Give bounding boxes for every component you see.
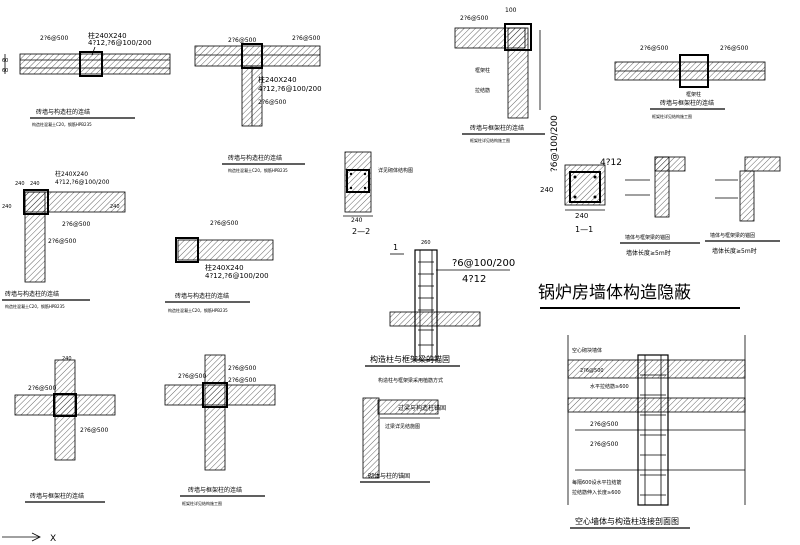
axis-label: X (50, 534, 56, 544)
d3-dim-b: 100 (505, 7, 517, 14)
parapet-left-title: 墙体与框架梁的锚固 (625, 234, 670, 241)
detail-wall-column-1: 60 60 2?6@500 柱240X240 4?12,?6@100/200 砖… (2, 31, 171, 127)
hollow-label-a: 空心砌块墙体 (572, 347, 602, 354)
d2-dim-a: 2?6@500 (228, 37, 256, 44)
sec1-dim-c: 260 (421, 240, 431, 246)
parapet-left-note: 墙体长度≥5m时 (626, 249, 671, 257)
detail-wall-frame-2: 2?6@500 2?6@500 框架柱 砖墙与框架柱的连结 框架柱详见结构施工图 (614, 45, 766, 119)
drawing-title-block: 锅炉房墙体构造隐蔽 (538, 283, 740, 309)
sec11-label: 1—1 (575, 225, 593, 234)
sec1-dim-b: 4?12 (462, 274, 486, 285)
d1-note: 构造柱混凝土C20，钢筋HPB235 (32, 121, 92, 127)
hollow-label-f: 每隔600设水平拉结筋 (572, 479, 622, 486)
sec1-note: 构造柱与框架梁采用植筋方式 (378, 377, 443, 384)
hollow-label-g: 拉结筋伸入长度≥600 (572, 489, 621, 496)
sec11-dim-d: 240 (540, 186, 553, 194)
section-1-1: ?6@100/200 4?12 240 240 1—1 (540, 115, 622, 234)
d4-title: 砖墙与框架柱的连结 (660, 99, 714, 107)
d1-side-b: 60 (2, 68, 8, 74)
sec1-dim-a: ?6@100/200 (452, 258, 515, 269)
lintel-note: 过梁详见结施图 (385, 423, 420, 430)
d4-dim-a: 2?6@500 (640, 45, 668, 52)
hollow-label-e: 2?6@500 (590, 441, 618, 448)
sec11-dim-b: 4?12 (600, 158, 622, 168)
d8-dim-c: 2?6@500 (228, 377, 256, 384)
d8-dim-b: 2?6@500 (228, 365, 256, 372)
d6-dim-a: 2?6@500 (210, 220, 238, 227)
d3-title: 砖墙与框架柱的连结 (470, 124, 524, 132)
d7-dim-a: 2?6@500 (28, 385, 56, 392)
d1-side-a: 60 (2, 58, 8, 64)
d7-title: 砖墙与框架柱的连结 (30, 492, 84, 500)
section-2-2: 详见砌体结构图 240 2—2 (343, 151, 413, 236)
hollow-label-d: 水平拉结筋≥600 (590, 383, 629, 390)
detail-wall-frame-3: 2?6@500 2?6@500 240 砖墙与框架柱的连结 (14, 356, 116, 503)
d5-dim-c: 柱240X240 (55, 170, 88, 178)
detail-wall-column-4: 2?6@500 柱240X240 4?12,?6@100/200 砖墙与构造柱的… (165, 220, 274, 313)
d5-dim-f: 2?6@500 (48, 238, 76, 245)
d5-dim-h: 240 (110, 204, 120, 210)
d2-note: 构造柱混凝土C20，钢筋HPB235 (228, 167, 288, 173)
d7-dim-b: 2?6@500 (80, 427, 108, 434)
drawing-title: 锅炉房墙体构造隐蔽 (538, 283, 691, 303)
detail-wall-frame-1: 2?6@500 100 框架柱 拉结筋 砖墙与框架柱的连结 框架柱详见结构施工图 (454, 7, 545, 143)
sec1-title: 构造柱与框架梁的锚固 (370, 354, 450, 364)
d5-dim-a: 240 (15, 181, 25, 187)
d5-dim-b: 240 (30, 181, 40, 187)
d1-title: 砖墙与构造柱的连结 (36, 108, 90, 116)
parapet-right-title: 墙体与框架梁的锚固 (710, 232, 755, 239)
section-1-column-beam: 1 260 ?6@100/200 4?12 构造柱与框架梁的锚固 构造柱与框架梁… (365, 240, 515, 384)
d2-title: 砖墙与构造柱的连结 (228, 154, 282, 162)
d8-note: 框架柱详见结构施工图 (182, 500, 222, 506)
sec1-mark: 1 (393, 243, 398, 252)
d5-dim-g: 240 (2, 204, 12, 210)
d6-note: 构造柱混凝土C20，钢筋HPB235 (168, 307, 228, 313)
d4-dim-b: 2?6@500 (720, 45, 748, 52)
d2-dim-d: 4?12,?6@100/200 (258, 85, 322, 93)
d2-dim-b: 2?6@500 (292, 35, 320, 42)
d8-dim-a: 2?6@500 (178, 373, 206, 380)
d3-dim-a: 2?6@500 (460, 15, 488, 22)
detail-parapet-left: 墙体与框架梁的锚固 墙体长度≥5m时 (620, 156, 700, 257)
d5-title: 砖墙与构造柱的连结 (5, 290, 59, 298)
d7-dim-c: 240 (62, 356, 72, 362)
d8-title: 砖墙与框架柱的连结 (188, 486, 242, 494)
hollow-label-b: 2?6@500 (580, 368, 604, 374)
d6-dim-b: 柱240X240 (205, 263, 244, 272)
d6-dim-c: 4?12,?6@100/200 (205, 272, 269, 280)
d3-dim-c: 框架柱 (475, 67, 490, 74)
d5-dim-d: 4?12,?6@100/200 (55, 179, 110, 186)
hollow-title: 空心墙体与构造柱连接剖面图 (575, 516, 679, 526)
lintel-title2: 砌体与柱的锚固 (368, 472, 410, 480)
sec11-dim-c: 240 (575, 212, 588, 220)
axis-arrow-icon: X (2, 532, 56, 544)
detail-wall-column-2: 2?6@500 2?6@500 柱240X240 4?12,?6@100/200… (194, 35, 322, 173)
d6-title: 砖墙与构造柱的连结 (175, 292, 229, 300)
lintel-title: 过梁与构造柱锚固 (398, 404, 446, 412)
parapet-right-note: 墙体长度≥5m时 (712, 247, 757, 255)
d1-dim-c: 4?12,?6@100/200 (88, 39, 152, 47)
d5-note: 构造柱混凝土C20，钢筋HPB235 (5, 303, 65, 309)
d4-note: 框架柱详见结构施工图 (652, 113, 692, 119)
d1-dim-a: 2?6@500 (40, 35, 68, 42)
detail-hollow-wall: 空心砌块墙体 2?6@500 2?6@500 水平拉结筋≥600 2?6@500… (567, 335, 746, 529)
detail-wall-frame-4: 2?6@500 2?6@500 2?6@500 砖墙与框架柱的连结 框架柱详见结… (164, 354, 276, 506)
d2-dim-e: 2?6@500 (258, 99, 286, 106)
detail-lintel: 过梁与构造柱锚固 过梁详见结施图 砌体与柱的锚固 (360, 397, 446, 483)
sec22-label: 2—2 (352, 227, 370, 236)
detail-parapet-right: 墙体与框架梁的锚固 墙体长度≥5m时 (705, 156, 781, 255)
d3-note: 框架柱详见结构施工图 (470, 137, 510, 143)
sec22-dim: 240 (351, 217, 363, 224)
sec11-dim-a: ?6@100/200 (550, 115, 560, 172)
d4-dim-c: 框架柱 (686, 91, 701, 98)
detail-wall-column-3: 240 240 柱240X240 4?12,?6@100/200 2?6@500… (2, 170, 126, 309)
d5-dim-e: 2?6@500 (62, 221, 90, 228)
hollow-label-c: 2?6@500 (590, 421, 618, 428)
d2-dim-c: 柱240X240 (258, 75, 297, 84)
sec22-note: 详见砌体结构图 (378, 167, 413, 174)
d3-dim-d: 拉结筋 (475, 87, 490, 94)
d1-dim-b: 柱240X240 (88, 31, 127, 40)
